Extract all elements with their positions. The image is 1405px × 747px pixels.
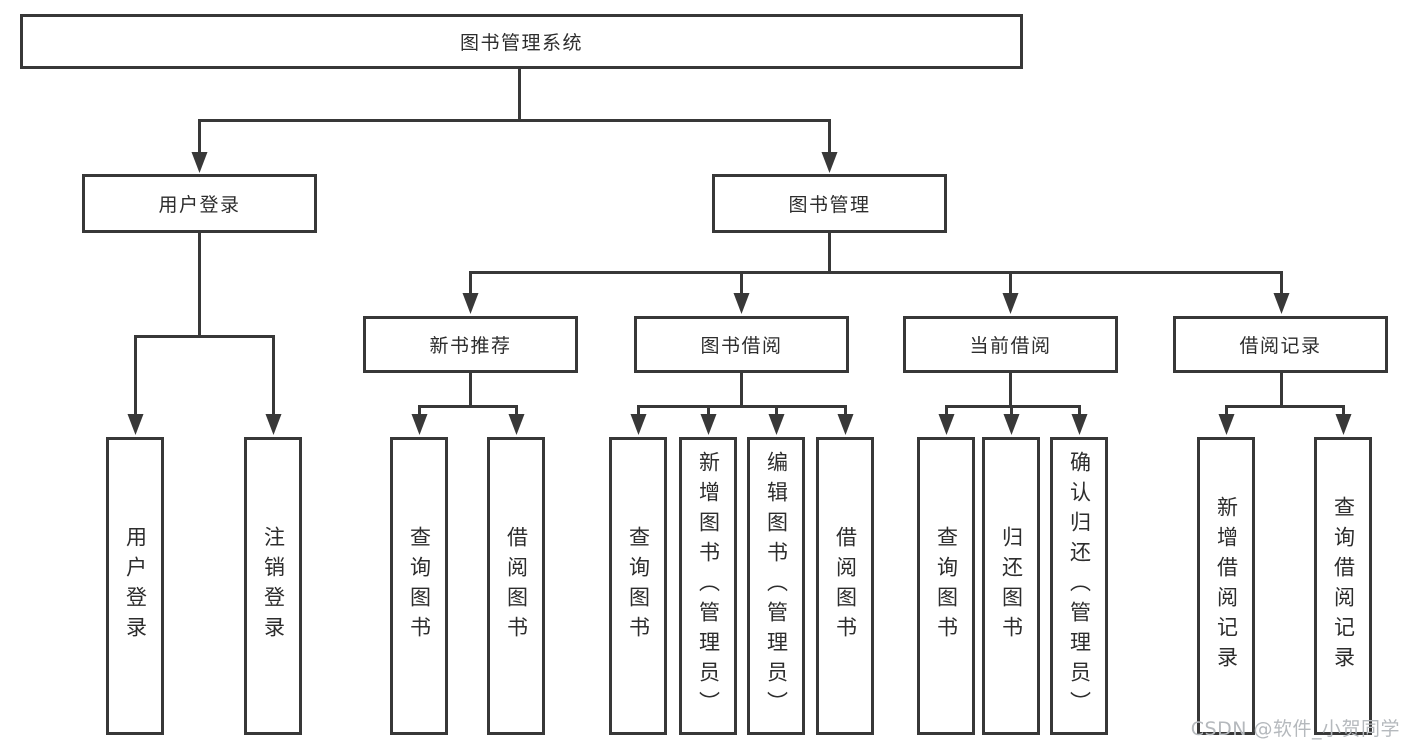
leaf-add-book-admin: 新增图书（管理员） <box>679 437 737 735</box>
node-borrow-records-label: 借阅记录 <box>1239 335 1322 357</box>
node-current-borrow: 当前借阅 <box>903 316 1118 373</box>
connector-current-borrow-children <box>938 373 1088 435</box>
leaf-user-login-label: 用户登录 <box>123 526 148 646</box>
node-user-login: 用户登录 <box>82 174 317 233</box>
leaf-borrow-books: 借阅图书 <box>816 437 874 735</box>
leaf-query-books-current: 查询图书 <box>917 437 975 735</box>
leaf-add-borrow-record-label: 新增借阅记录 <box>1214 496 1239 676</box>
leaf-add-borrow-record: 新增借阅记录 <box>1197 437 1255 735</box>
leaf-return-book: 归还图书 <box>982 437 1040 735</box>
leaf-query-books-current-label: 查询图书 <box>934 526 959 646</box>
connector-new-book-children <box>411 373 525 435</box>
leaf-borrow-books-recommend: 借阅图书 <box>487 437 545 735</box>
connector-root-to-level2 <box>191 68 838 173</box>
leaf-borrow-books-label: 借阅图书 <box>833 526 858 646</box>
connector-book-mgmt-to-level3 <box>462 233 1290 314</box>
leaf-query-books-borrow: 查询图书 <box>609 437 667 735</box>
node-book-borrow-label: 图书借阅 <box>700 335 783 357</box>
leaf-add-book-admin-label: 新增图书（管理员） <box>696 451 721 721</box>
leaf-query-borrow-record-label: 查询借阅记录 <box>1331 496 1356 676</box>
node-book-management-label: 图书管理 <box>788 194 871 216</box>
node-new-book-recommend: 新书推荐 <box>363 316 578 373</box>
leaf-confirm-return-admin: 确认归还（管理员） <box>1050 437 1108 735</box>
leaf-query-books-recommend-label: 查询图书 <box>407 526 432 646</box>
leaf-return-book-label: 归还图书 <box>999 526 1024 646</box>
leaf-query-books-recommend: 查询图书 <box>390 437 448 735</box>
node-library-system: 图书管理系统 <box>20 14 1023 69</box>
leaf-user-login: 用户登录 <box>106 437 164 735</box>
connector-borrow-records-children <box>1218 373 1352 435</box>
node-book-borrow: 图书借阅 <box>634 316 849 373</box>
node-current-borrow-label: 当前借阅 <box>969 335 1052 357</box>
node-book-management: 图书管理 <box>712 174 947 233</box>
connector-user-login-children <box>127 233 282 435</box>
node-user-login-label: 用户登录 <box>158 194 241 216</box>
csdn-watermark: CSDN @软件_小贺同学 <box>1190 718 1400 740</box>
connector-book-borrow-children <box>630 373 854 435</box>
leaf-query-borrow-record: 查询借阅记录 <box>1314 437 1372 735</box>
leaf-edit-book-admin-label: 编辑图书（管理员） <box>764 451 789 721</box>
node-new-book-recommend-label: 新书推荐 <box>429 335 512 357</box>
leaf-logout-label: 注销登录 <box>261 526 286 646</box>
node-borrow-records: 借阅记录 <box>1173 316 1388 373</box>
leaf-confirm-return-admin-label: 确认归还（管理员） <box>1067 451 1092 721</box>
node-library-system-label: 图书管理系统 <box>459 32 583 54</box>
leaf-borrow-books-recommend-label: 借阅图书 <box>504 526 529 646</box>
leaf-edit-book-admin: 编辑图书（管理员） <box>747 437 805 735</box>
leaf-query-books-borrow-label: 查询图书 <box>626 526 651 646</box>
leaf-logout: 注销登录 <box>244 437 302 735</box>
